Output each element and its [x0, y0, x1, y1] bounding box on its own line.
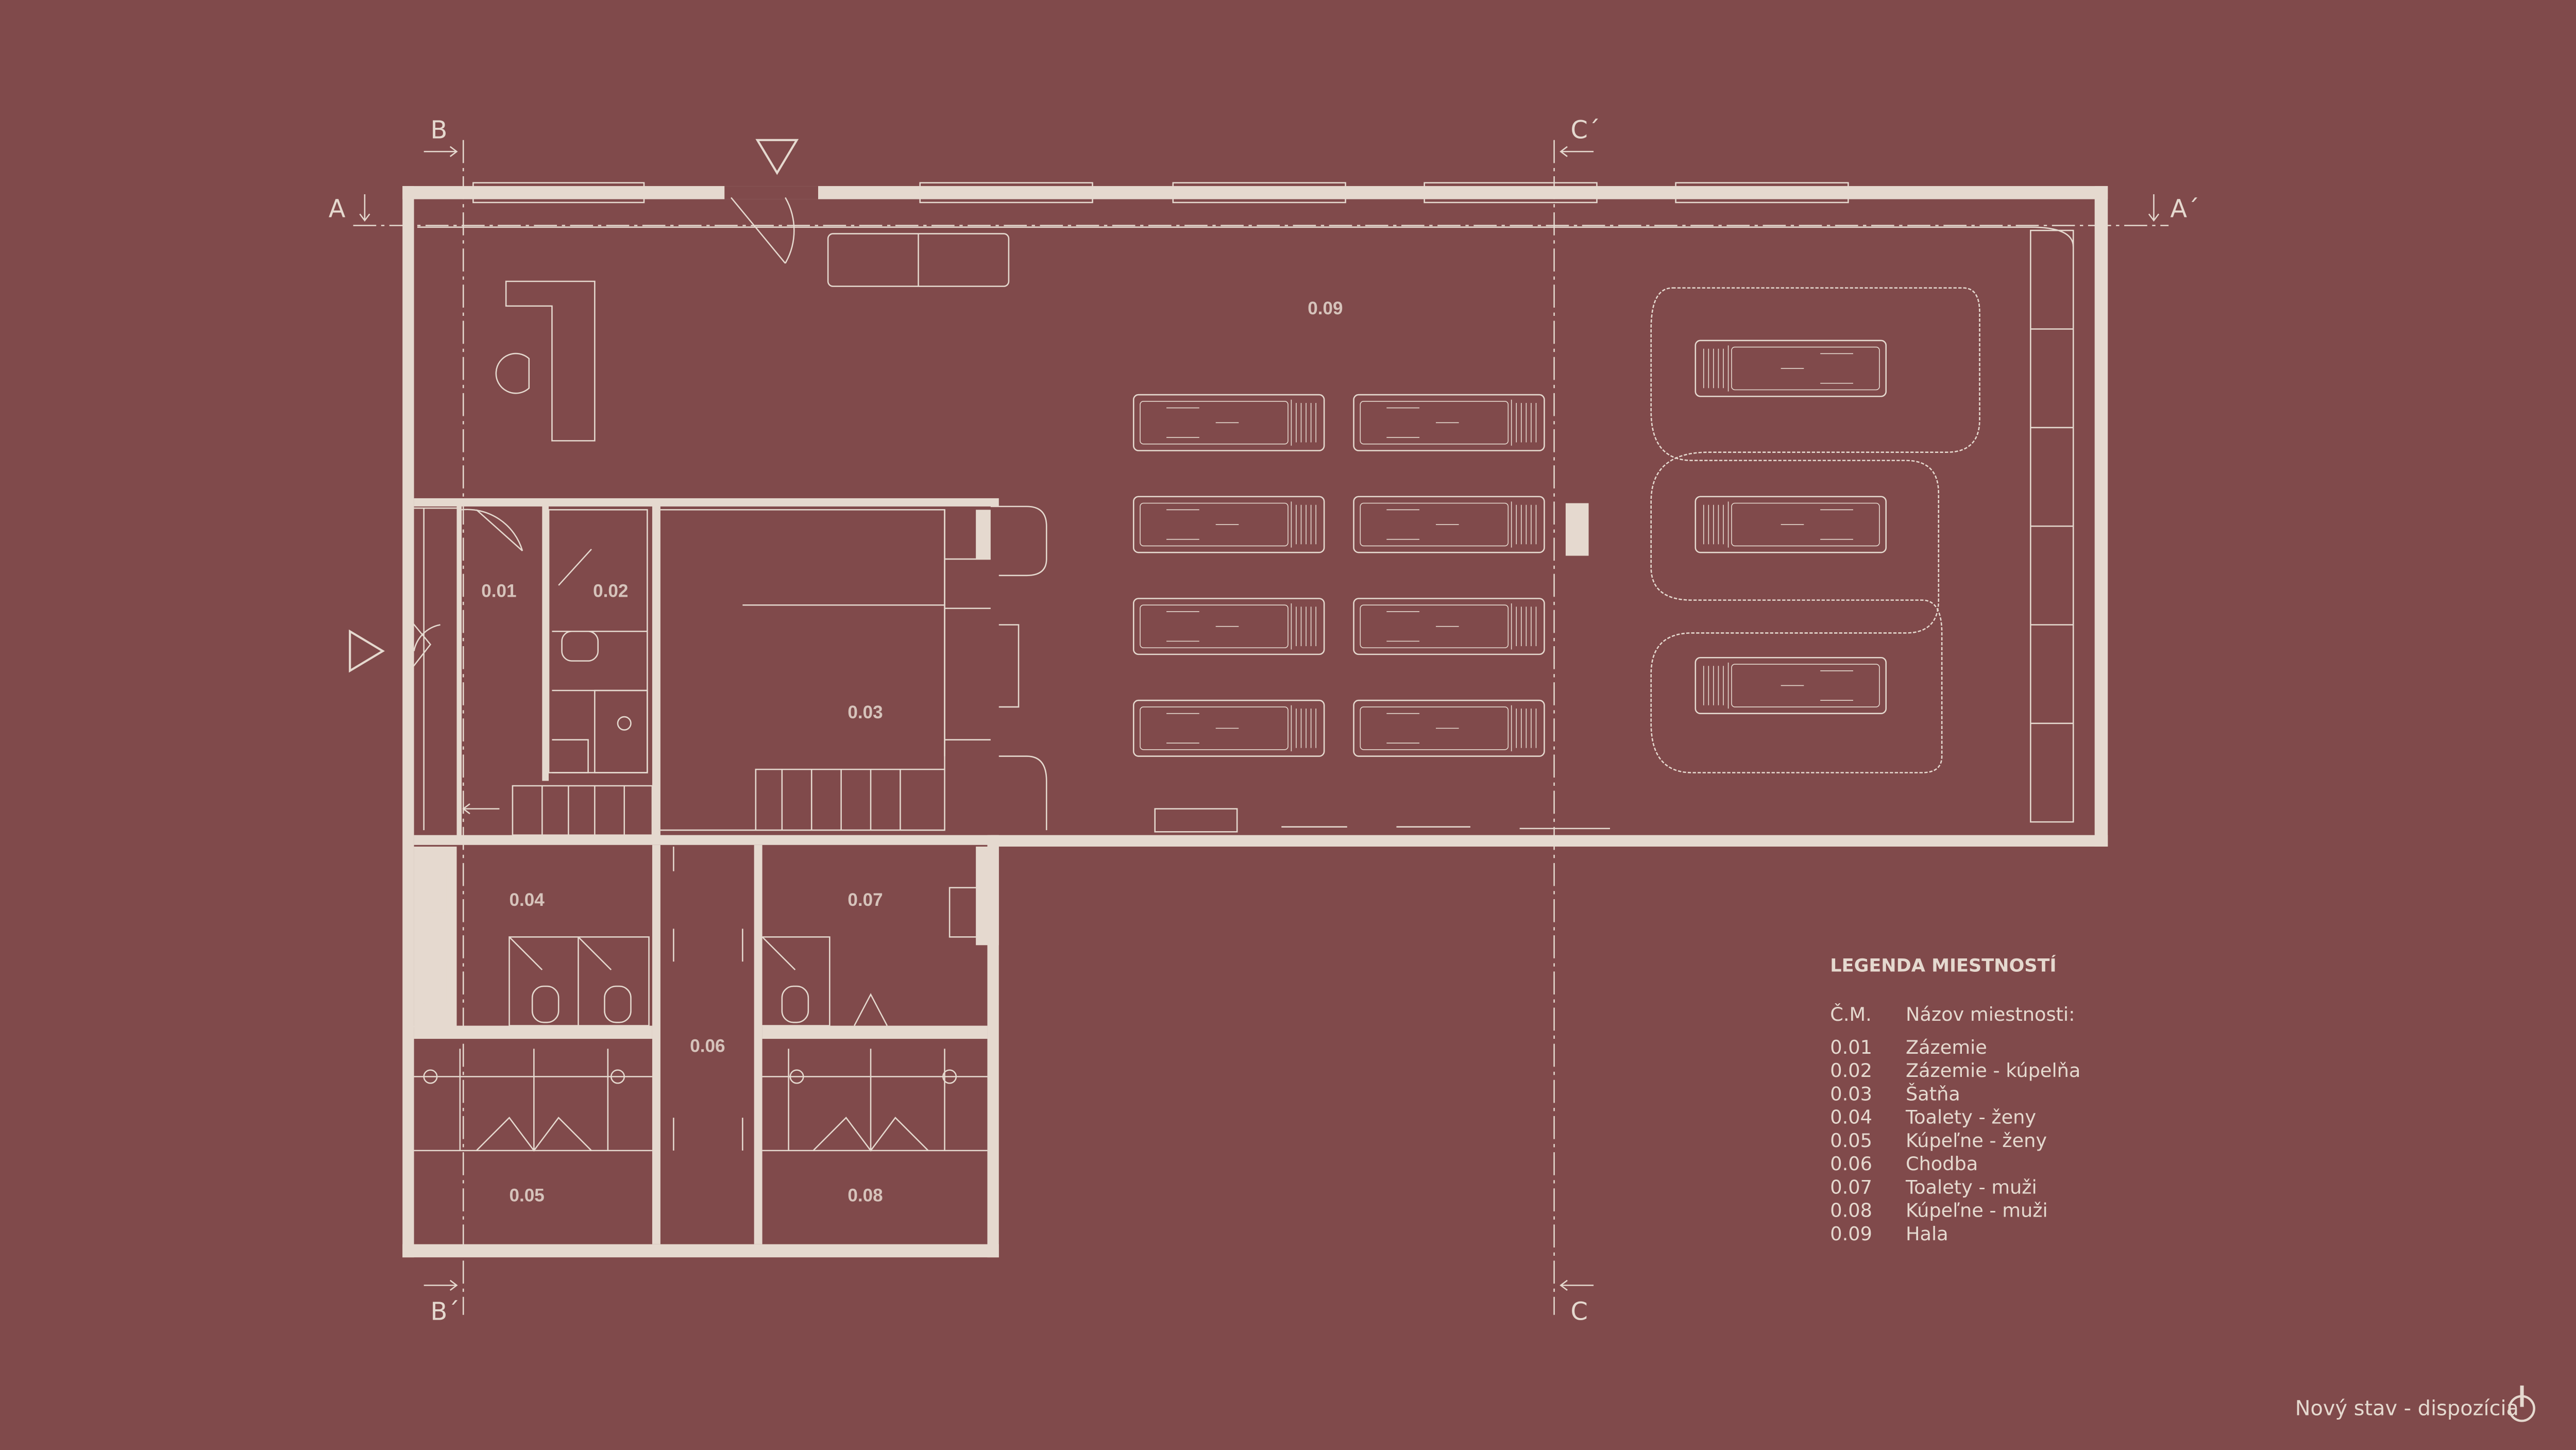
section-lines: B B´ C´ C A A´ — [329, 116, 2199, 1326]
legend-room-name: Toalety - muži — [1905, 1176, 2037, 1198]
room-legend: LEGENDA MIESTNOSTÍ Č.M. Názov miestnosti… — [1830, 954, 2080, 1245]
room-labels: 0.01 0.02 0.03 0.04 0.05 0.06 0.07 0.08 … — [481, 298, 1343, 1206]
section-a-prime-label: A´ — [2170, 195, 2199, 224]
room-label: 0.02 — [593, 581, 628, 601]
entrance-triangle-icon — [349, 629, 385, 673]
room-label: 0.04 — [510, 890, 545, 910]
bus-icon — [1694, 656, 1887, 714]
legend-room-name: Zázemie - kúpelňa — [1906, 1059, 2080, 1082]
room-label: 0.07 — [848, 890, 883, 910]
bus-icon — [1132, 496, 1325, 553]
legend-room-num: 0.08 — [1830, 1200, 1872, 1222]
windows — [472, 182, 1849, 264]
legend-room-num: 0.04 — [1830, 1106, 1872, 1128]
bus-icon — [1694, 340, 1887, 397]
legend-room-num: 0.02 — [1830, 1059, 1872, 1082]
bus-icon — [1353, 394, 1545, 451]
section-a-label: A — [329, 195, 346, 224]
sanitary-fixtures — [414, 838, 988, 1152]
power-icon — [2508, 1385, 2535, 1422]
legend-room-num: 0.01 — [1830, 1036, 1872, 1058]
legend-room-name: Zázemie — [1906, 1036, 1987, 1058]
legend-room-num: 0.07 — [1830, 1176, 1872, 1198]
section-b-prime-label: B´ — [430, 1297, 460, 1326]
bus-icon — [1353, 496, 1545, 553]
legend-title: LEGENDA MIESTNOSTÍ — [1830, 954, 2056, 976]
room-label: 0.01 — [481, 581, 516, 601]
legend-col-name: Názov miestnosti: — [1906, 1003, 2075, 1025]
legend-room-name: Toalety - ženy — [1905, 1106, 2036, 1128]
legend-room-name: Kúpeľne - muži — [1906, 1200, 2048, 1222]
interior-walls — [406, 498, 1047, 1244]
room-label: 0.03 — [848, 702, 883, 722]
bus-icon — [1353, 699, 1545, 757]
legend-room-num: 0.09 — [1830, 1223, 1872, 1245]
bus-icon — [1132, 699, 1325, 757]
section-b-label: B — [430, 116, 447, 145]
entrance-triangle-icon — [755, 139, 799, 175]
room-label: 0.05 — [510, 1186, 545, 1206]
legend-room-name: Kúpeľne - ženy — [1906, 1129, 2047, 1152]
room-label: 0.06 — [690, 1036, 725, 1056]
legend-room-name: Chodba — [1906, 1153, 1978, 1175]
driving-track — [1650, 287, 1980, 773]
section-c-label: C — [1570, 1297, 1587, 1326]
bus-icon — [1353, 598, 1545, 655]
bus-icon — [1694, 496, 1887, 553]
bus-icon — [1132, 598, 1325, 655]
room-label: 0.09 — [1308, 298, 1343, 318]
legend-room-num: 0.05 — [1830, 1129, 1872, 1152]
hall-furniture — [417, 226, 2074, 833]
legend-room-num: 0.03 — [1830, 1083, 1872, 1105]
legend-room-num: 0.06 — [1830, 1153, 1872, 1175]
section-c-prime-label: C´ — [1570, 116, 1600, 145]
legend-col-number: Č.M. — [1830, 1003, 1872, 1025]
legend-room-name: Hala — [1906, 1223, 1948, 1245]
vehicles — [1132, 340, 1887, 757]
bus-icon — [1132, 394, 1325, 451]
room-label: 0.08 — [848, 1186, 883, 1206]
legend-room-name: Šatňa — [1906, 1082, 1960, 1105]
drawing-caption: Nový stav - dispozícia — [2295, 1396, 2519, 1420]
